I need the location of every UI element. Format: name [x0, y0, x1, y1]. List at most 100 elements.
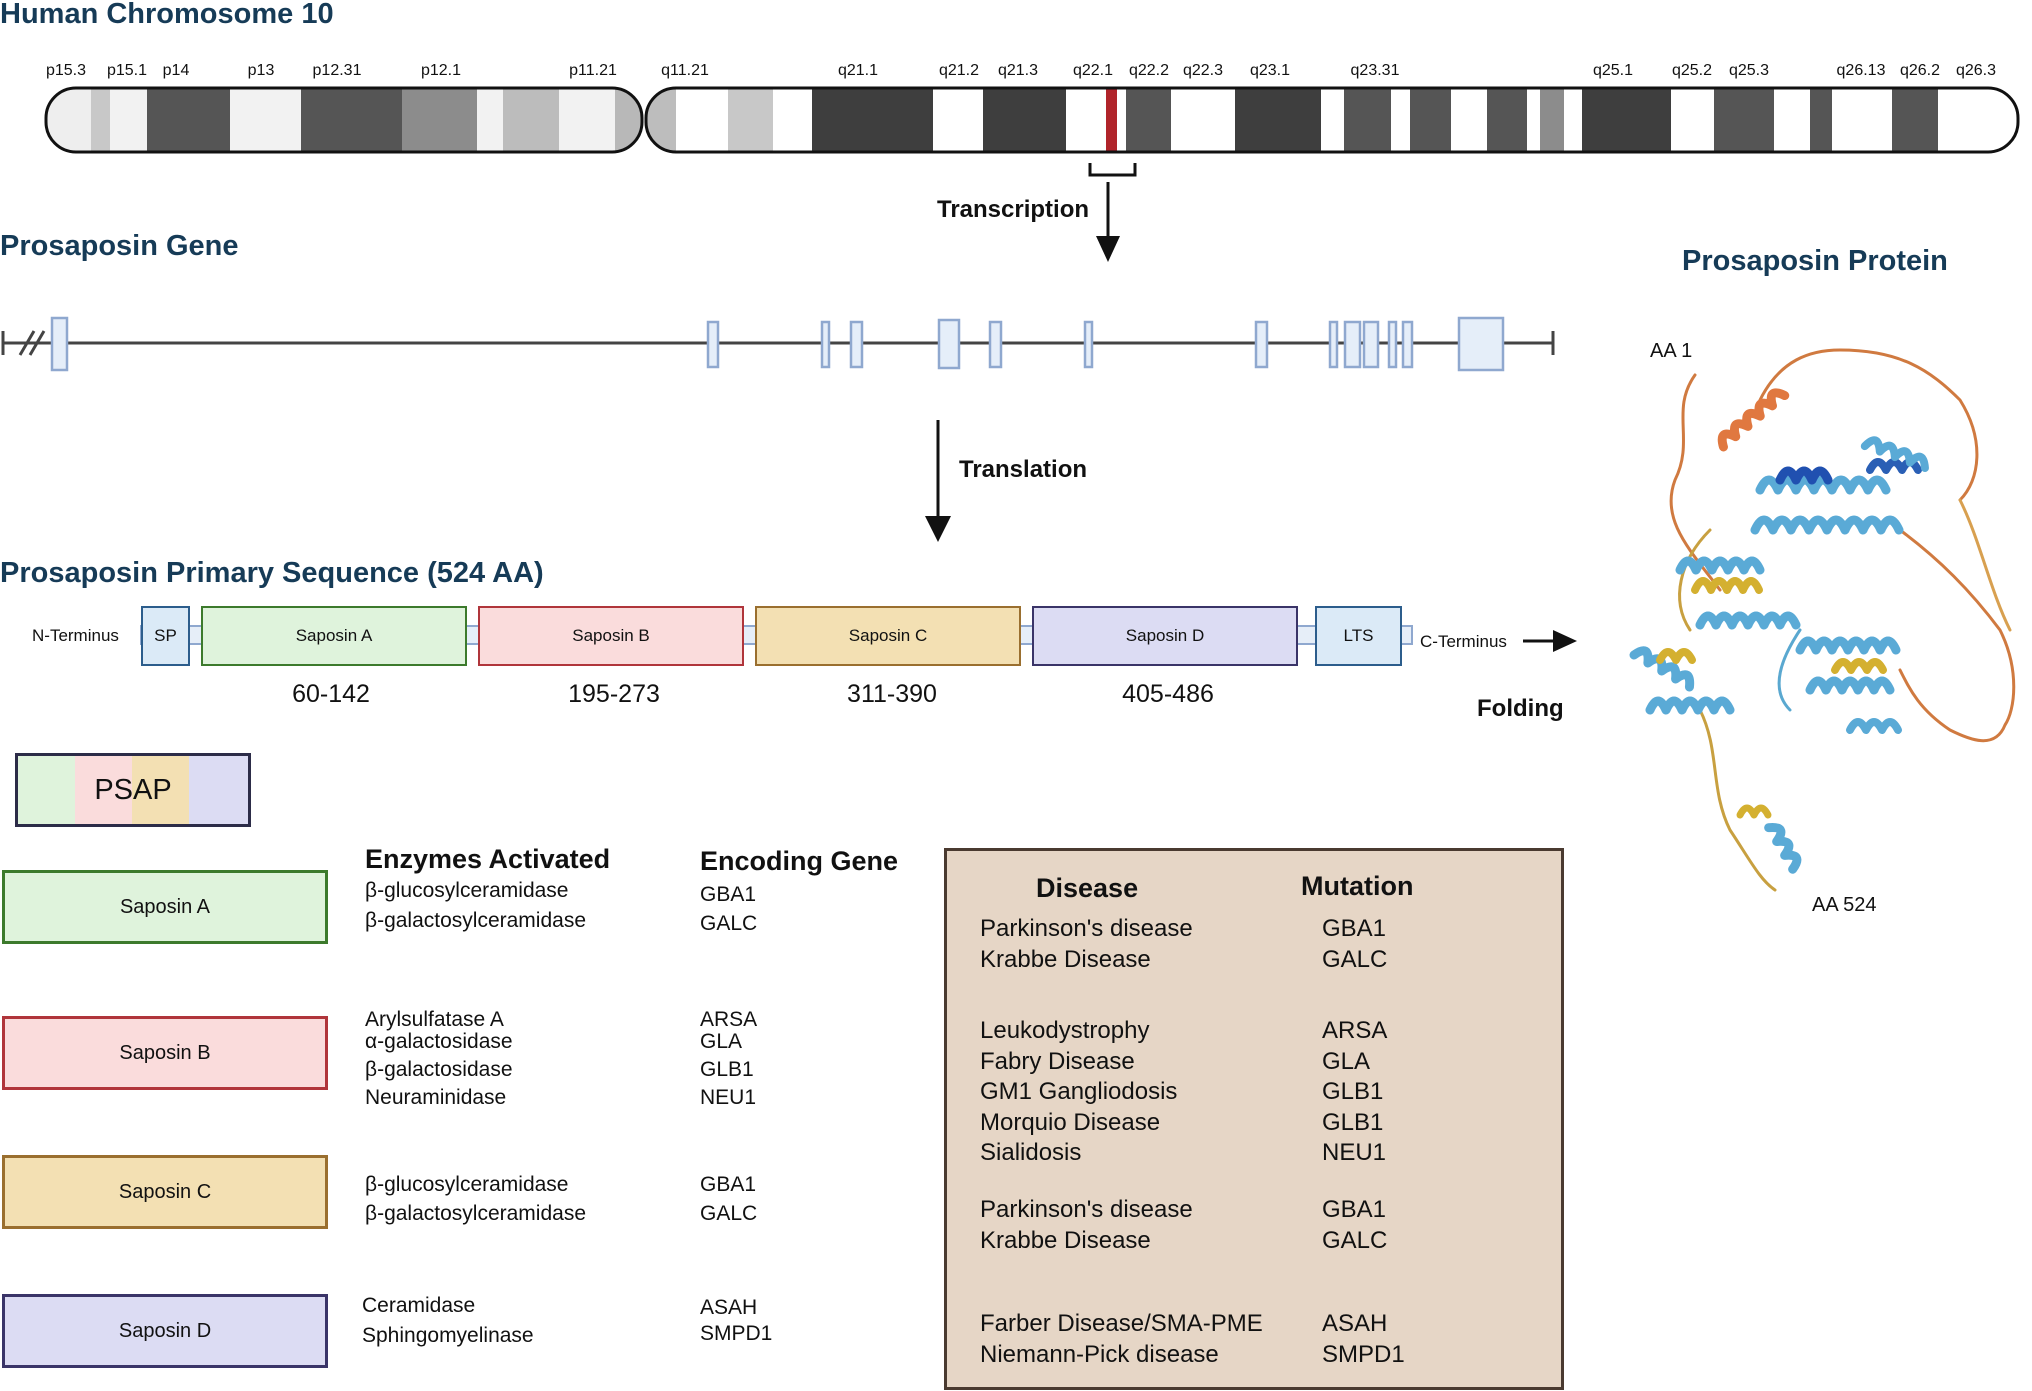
- disease-list-a: Parkinson's disease Krabbe Disease: [980, 914, 1193, 975]
- psap-label: PSAP: [94, 773, 172, 806]
- enzyme-item: β-glucosylceramidase: [365, 879, 569, 902]
- mutation-item: GBA1: [1322, 915, 1387, 942]
- band-label-q23-31: q23.31: [1350, 62, 1400, 79]
- mutation-item: NEU1: [1322, 1139, 1387, 1166]
- q-arm: [646, 88, 2018, 152]
- band-label-q11-21: q11.21: [661, 62, 709, 79]
- band-label-p11-21: p11.21: [569, 62, 617, 79]
- enzyme-list-b: Arylsulfatase A α-galactosidase β-galact…: [365, 1007, 513, 1113]
- saposin-d-domain: Saposin D: [1032, 606, 1298, 666]
- p-arm: [46, 88, 642, 152]
- mutation-item: ASAH: [1322, 1310, 1388, 1337]
- band-label-q23-1: q23.1: [1249, 62, 1291, 79]
- saposin-b-domain: Saposin B: [478, 606, 744, 666]
- gene-item: GLB1: [700, 1058, 754, 1081]
- mutation-item: SMPD1: [1322, 1340, 1405, 1368]
- saposin-a-box: Saposin A: [2, 870, 328, 944]
- saposin-c-domain: Saposin C: [755, 606, 1021, 666]
- saposin-b-range: 195-273: [568, 680, 660, 708]
- disease-item: Farber Disease/SMA-PME: [980, 1310, 1263, 1337]
- gene-list-a: GBA1 GALC: [700, 881, 757, 938]
- exons: [50, 316, 1505, 372]
- saposin-b-box: Saposin B: [2, 1016, 328, 1090]
- gene-break-mark: [18, 330, 36, 356]
- enzymes-header: Enzymes Activated: [365, 844, 611, 874]
- enzyme-list-a: β-glucosylceramidase β-galactosylceramid…: [365, 876, 586, 936]
- enzyme-item: β-galactosylceramidase: [365, 1201, 587, 1225]
- disease-item: Niemann-Pick disease: [980, 1340, 1219, 1368]
- folding-label: Folding: [1477, 695, 1564, 722]
- band-label-q22-1: q22.1: [1072, 62, 1114, 79]
- gene-item: NEU1: [700, 1086, 757, 1109]
- disease-item: Krabbe Disease: [980, 1226, 1151, 1254]
- sequence-title: Prosaposin Primary Sequence (524 AA): [0, 557, 544, 589]
- transcription-label: Transcription: [937, 196, 1090, 223]
- aa-start-label: AA 1: [1650, 340, 1693, 362]
- disease-list-c: Parkinson's disease Krabbe Disease: [980, 1195, 1193, 1256]
- c-terminus-label: C-Terminus: [1420, 632, 1507, 651]
- mutation-item: GLB1: [1322, 1078, 1384, 1105]
- gene-item: GBA1: [700, 1173, 757, 1196]
- psap-locus-marker: [1106, 88, 1117, 152]
- disease-item: Morquio Disease: [980, 1108, 1161, 1136]
- gene-list-d: ASAH SMPD1: [700, 1295, 772, 1347]
- mutation-item: GLB1: [1322, 1108, 1384, 1136]
- saposin-a-domain: Saposin A: [201, 606, 467, 666]
- n-terminus-label: N-Terminus: [32, 626, 119, 645]
- translation-arrow: [925, 420, 951, 542]
- enzyme-item: Ceramidase: [362, 1294, 476, 1317]
- band-label-p15-1: p15.1: [106, 62, 148, 79]
- disease-item: Krabbe Disease: [980, 945, 1151, 973]
- mutation-list-c: GBA1 GALC: [1322, 1195, 1387, 1256]
- mutation-item: GALC: [1322, 945, 1388, 973]
- enzyme-item: Arylsulfatase A: [365, 1008, 504, 1031]
- enzyme-item: Sphingomyelinase: [362, 1324, 534, 1347]
- disease-list-b: Leukodystrophy Fabry Disease GM1 Ganglio…: [980, 1016, 1177, 1169]
- mutation-header: Mutation: [1301, 871, 1414, 901]
- band-label-p13: p13: [247, 62, 275, 79]
- locus-bracket: [1088, 163, 1137, 177]
- disease-list-d: Farber Disease/SMA-PME Niemann-Pick dise…: [980, 1309, 1263, 1370]
- saposin-c-box: Saposin C: [2, 1155, 328, 1229]
- aa-end-label: AA 524: [1812, 894, 1877, 916]
- folding-arrow: [1523, 630, 1577, 652]
- enzyme-item: β-galactosidase: [365, 1058, 513, 1081]
- gene-item: GALC: [700, 911, 758, 935]
- mutation-list-d: ASAH SMPD1: [1322, 1309, 1405, 1370]
- gene-structure: [1, 316, 1555, 372]
- disease-table-box: [944, 848, 1564, 1390]
- enzyme-list-c: β-glucosylceramidase β-galactosylceramid…: [365, 1171, 586, 1228]
- mutation-list-b: ARSA GLA GLB1 GLB1 NEU1: [1322, 1016, 1387, 1169]
- saposin-c-range: 311-390: [847, 680, 937, 708]
- band-label-q22-3: q22.3: [1182, 62, 1224, 79]
- gene-list-c: GBA1 GALC: [700, 1171, 757, 1228]
- band-label-q26-3: q26.3: [1955, 62, 1997, 79]
- signal-peptide: SP: [141, 606, 190, 666]
- translation-label: Translation: [959, 456, 1088, 483]
- disease-item: Parkinson's disease: [980, 915, 1193, 942]
- band-label-q21-3: q21.3: [997, 62, 1039, 79]
- gene-item: ASAH: [700, 1296, 758, 1319]
- mutation-item: GBA1: [1322, 1196, 1387, 1223]
- gene-item: GALC: [700, 1201, 758, 1225]
- band-label-q25-3: q25.3: [1728, 62, 1770, 79]
- saposin-a-range: 60-142: [292, 680, 370, 708]
- gene-title: Prosaposin Gene: [0, 230, 239, 262]
- band-label-p12-1: p12.1: [420, 62, 462, 79]
- gene-item: ARSA: [700, 1008, 758, 1031]
- enzyme-item: Neuraminidase: [365, 1086, 507, 1109]
- gene-item: GLA: [700, 1030, 743, 1053]
- band-label-q26-2: q26.2: [1899, 62, 1941, 79]
- mutation-list-a: GBA1 GALC: [1322, 914, 1387, 975]
- psap-box: PSAP: [15, 753, 251, 827]
- protein-structure: [1629, 348, 2016, 892]
- disease-item: Leukodystrophy: [980, 1017, 1150, 1044]
- protein-title: Prosaposin Protein: [1682, 245, 1948, 277]
- lts-domain: LTS: [1315, 606, 1402, 666]
- band-label-q21-1: q21.1: [837, 62, 879, 79]
- disease-item: Parkinson's disease: [980, 1196, 1193, 1223]
- disease-item: Fabry Disease: [980, 1047, 1135, 1075]
- gene-list-b: ARSA GLA GLB1 NEU1: [700, 1007, 757, 1113]
- enzyme-item: β-glucosylceramidase: [365, 1173, 569, 1196]
- band-label-q21-2: q21.2: [938, 62, 980, 79]
